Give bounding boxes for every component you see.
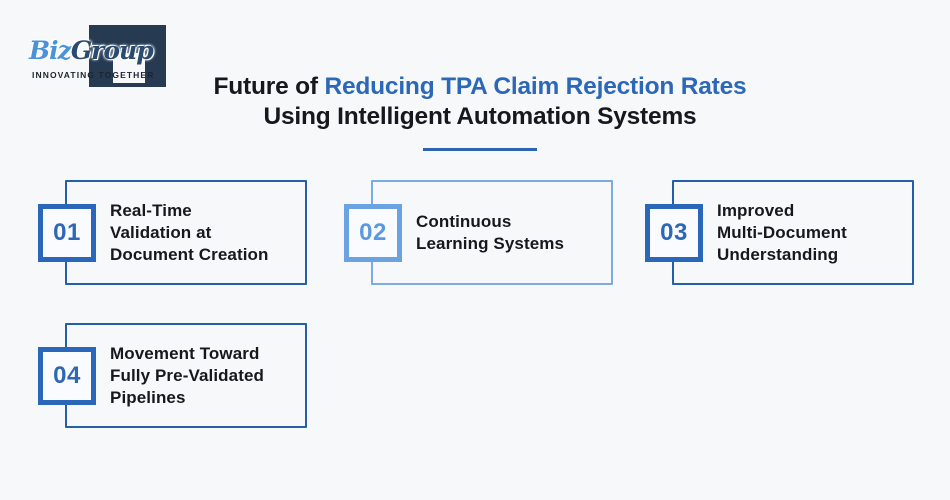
logo-wordmark-dark: Group bbox=[70, 36, 154, 65]
card-01-label: Real-Time Validation at Document Creatio… bbox=[110, 200, 269, 264]
logo-wordmark-blue: Biz bbox=[29, 36, 72, 65]
title-highlight: Reducing TPA Claim Rejection Rates bbox=[324, 73, 747, 100]
logo-mark-notch bbox=[113, 53, 145, 83]
card-03: 03 Improved Multi-Document Understanding bbox=[645, 180, 914, 285]
card-04-number-badge: 04 bbox=[38, 346, 96, 405]
card-04-label: Movement Toward Fully Pre-Validated Pipe… bbox=[110, 343, 265, 407]
card-03-number-badge: 03 bbox=[645, 203, 703, 262]
card-01-number-badge: 01 bbox=[38, 203, 96, 262]
logo-tagline: INNOVATING TOGETHER bbox=[32, 70, 155, 80]
card-02-number: 02 bbox=[359, 218, 387, 246]
card-02: 02 Continuous Learning Systems bbox=[344, 180, 613, 285]
title-line-1: Future of Reducing TPA Claim Rejection R… bbox=[10, 72, 950, 102]
card-03-label: Improved Multi-Document Understanding bbox=[717, 200, 847, 264]
page-title: Future of Reducing TPA Claim Rejection R… bbox=[10, 72, 950, 151]
logo-mark-icon bbox=[89, 25, 166, 87]
card-04: 04 Movement Toward Fully Pre-Validated P… bbox=[38, 323, 307, 428]
biz4group-logo: BizGroup INNOVATING TOGETHER bbox=[0, 0, 190, 100]
card-01: 01 Real-Time Validation at Document Crea… bbox=[38, 180, 307, 285]
title-line-2: Using Intelligent Automation Systems bbox=[263, 103, 697, 130]
card-04-number: 04 bbox=[53, 361, 81, 389]
card-01-number: 01 bbox=[53, 218, 81, 246]
card-02-number-badge: 02 bbox=[344, 203, 402, 262]
title-prefix: Future of bbox=[213, 73, 325, 100]
title-divider bbox=[423, 148, 537, 151]
logo-wordmark: BizGroup bbox=[29, 36, 154, 66]
card-03-number: 03 bbox=[660, 218, 688, 246]
card-02-label: Continuous Learning Systems bbox=[416, 211, 565, 253]
